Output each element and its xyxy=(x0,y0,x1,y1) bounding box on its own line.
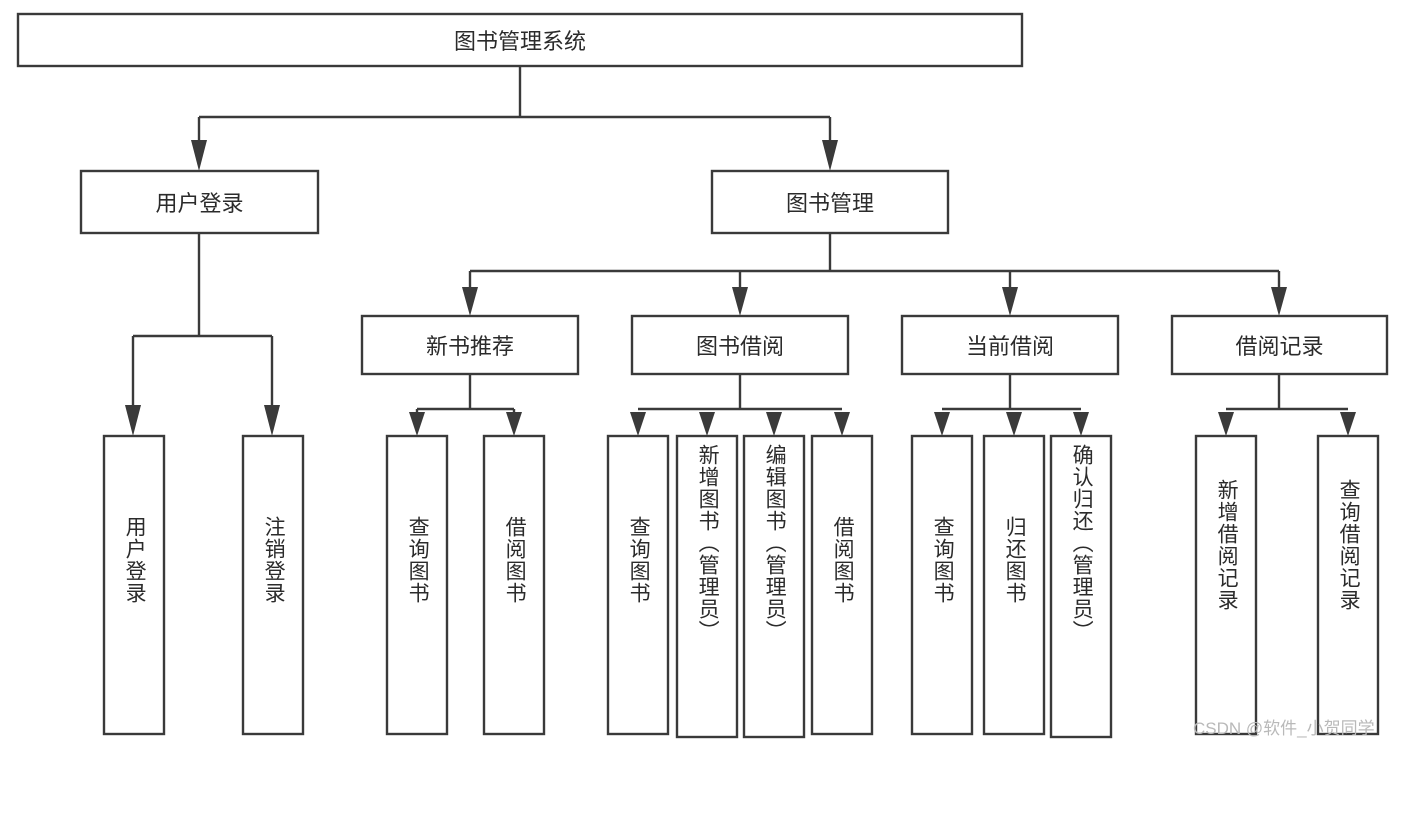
arrow-head-borrow-record xyxy=(1271,287,1287,316)
arrow-head-user-login xyxy=(191,140,207,171)
node-box-leaf-query-book[interactable] xyxy=(606,434,670,736)
node-box-leaf-add-borrow-record[interactable] xyxy=(1194,434,1258,736)
connector-root-to-level2 xyxy=(191,66,838,171)
node-box-leaf-user-login[interactable] xyxy=(102,434,166,736)
node-box-leaf-edit-book-admin[interactable] xyxy=(742,434,806,739)
connector-user-login-to-leaves xyxy=(125,233,280,436)
flowchart-canvas: 图书管理系统 用户登录 图书管理 新书推荐 图书借阅 当前借阅 借阅记录 用户登… xyxy=(16,12,1389,739)
node-box-leaf-confirm-return-admin[interactable] xyxy=(1049,434,1113,739)
arrow-head-leaf-user-logout xyxy=(264,405,280,436)
node-box-user-login[interactable] xyxy=(79,169,320,235)
node-box-root[interactable] xyxy=(16,12,1024,68)
flowchart-svg xyxy=(16,12,1389,739)
arrow-head-leaf-user-login xyxy=(125,405,141,436)
node-box-current-borrow[interactable] xyxy=(900,314,1120,376)
arrow-head-leaf-edit-book-admin xyxy=(766,412,782,436)
arrow-head-leaf-borrow-book-recommend xyxy=(506,412,522,436)
arrow-head-leaf-query-book-recommend xyxy=(409,412,425,436)
node-box-leaf-user-logout[interactable] xyxy=(241,434,305,736)
node-box-borrow-record[interactable] xyxy=(1170,314,1389,376)
node-box-book-management[interactable] xyxy=(710,169,950,235)
connector-new-book-recommend-to-leaves xyxy=(409,374,522,436)
node-box-leaf-borrow-book-recommend[interactable] xyxy=(482,434,546,736)
node-box-leaf-query-book-recommend[interactable] xyxy=(385,434,449,736)
arrow-head-leaf-add-book-admin xyxy=(699,412,715,436)
connector-borrow-record-to-leaves xyxy=(1218,374,1356,436)
connector-book-management-to-level3 xyxy=(462,233,1287,316)
node-box-leaf-borrow-book[interactable] xyxy=(810,434,874,736)
arrow-head-book-management xyxy=(822,140,838,171)
arrow-head-book-borrow xyxy=(732,287,748,316)
arrow-head-new-book-recommend xyxy=(462,287,478,316)
connector-book-borrow-to-leaves xyxy=(630,374,850,436)
arrow-head-leaf-borrow-book xyxy=(834,412,850,436)
node-box-leaf-query-book-current[interactable] xyxy=(910,434,974,736)
arrow-head-leaf-query-book xyxy=(630,412,646,436)
node-box-new-book-recommend[interactable] xyxy=(360,314,580,376)
arrow-head-current-borrow xyxy=(1002,287,1018,316)
arrow-head-leaf-return-book xyxy=(1006,412,1022,436)
arrow-head-leaf-query-book-current xyxy=(934,412,950,436)
arrow-head-leaf-query-borrow-record xyxy=(1340,412,1356,436)
node-box-book-borrow[interactable] xyxy=(630,314,850,376)
node-box-leaf-query-borrow-record[interactable] xyxy=(1316,434,1380,736)
node-box-leaf-return-book[interactable] xyxy=(982,434,1046,736)
arrow-head-leaf-confirm-return-admin xyxy=(1073,412,1089,436)
arrow-head-leaf-add-borrow-record xyxy=(1218,412,1234,436)
connector-current-borrow-to-leaves xyxy=(934,374,1089,436)
node-box-leaf-add-book-admin[interactable] xyxy=(675,434,739,739)
